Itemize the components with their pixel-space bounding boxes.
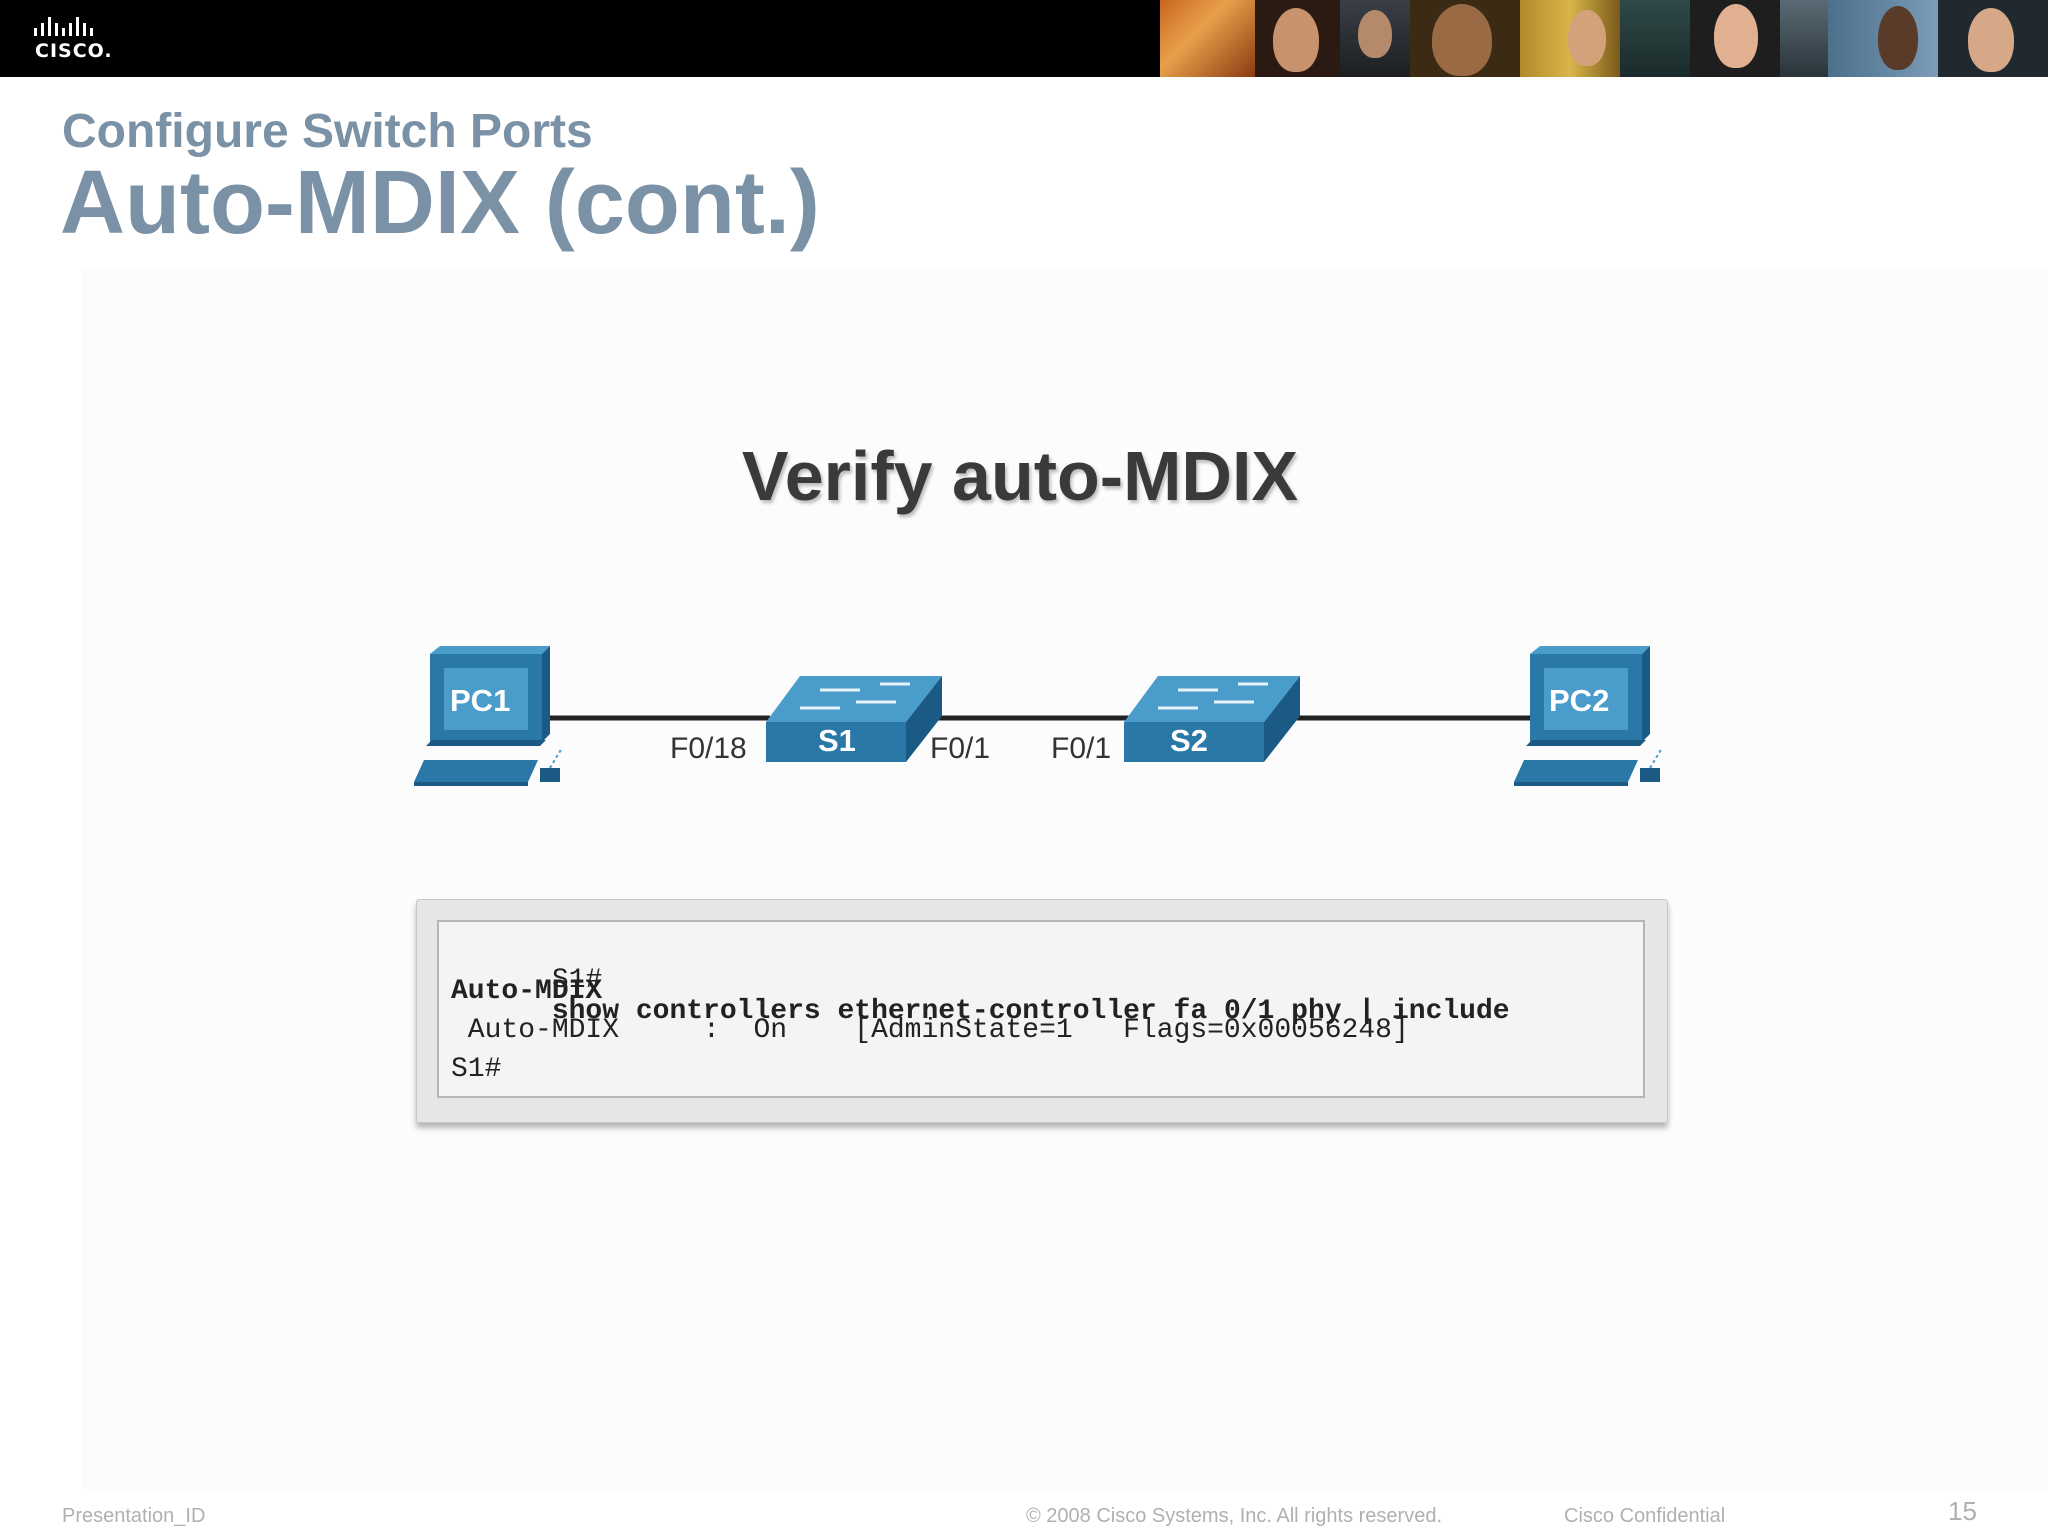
s1-icon[interactable] bbox=[766, 676, 942, 762]
footer-presentation-id: Presentation_ID bbox=[62, 1505, 206, 1527]
port-label-s1-f0-18: F0/18 bbox=[670, 732, 747, 765]
photo-5 bbox=[1520, 0, 1620, 77]
footer-copyright: © 2008 Cisco Systems, Inc. All rights re… bbox=[1026, 1505, 1443, 1527]
port-label-s1-f0-1: F0/1 bbox=[930, 732, 991, 765]
cli-line-4: S1# bbox=[451, 1054, 502, 1085]
cli-line-1: S1# show controllers ethernet-controller… bbox=[451, 934, 1510, 1058]
photo-2 bbox=[1255, 0, 1340, 77]
photo-3 bbox=[1340, 0, 1410, 77]
cli-output-inner: S1# show controllers ethernet-controller… bbox=[437, 920, 1645, 1098]
cli-prompt-1: S1# bbox=[551, 965, 603, 996]
cli-line-3: Auto-MDIX : On [AdminState=1 Flags=0x000… bbox=[451, 1015, 1409, 1046]
pc1-label: PC1 bbox=[450, 683, 511, 718]
header-photo-strip bbox=[1160, 0, 2048, 77]
photo-1 bbox=[1160, 0, 1255, 77]
pc2-icon[interactable] bbox=[1514, 646, 1663, 786]
photo-8 bbox=[1780, 0, 1828, 77]
figure-heading-text: Verify auto-MDIX bbox=[741, 437, 1299, 515]
port-label-s2-f0-1: F0/1 bbox=[1051, 732, 1112, 765]
cli-output-box: S1# show controllers ethernet-controller… bbox=[416, 899, 1668, 1123]
photo-9 bbox=[1828, 0, 1938, 77]
pc1-icon[interactable] bbox=[414, 646, 563, 786]
photo-4 bbox=[1410, 0, 1520, 77]
photo-7 bbox=[1690, 0, 1780, 77]
slide-subtitle: Configure Switch Ports bbox=[62, 105, 593, 158]
s2-label: S2 bbox=[1170, 723, 1208, 758]
cisco-bars-icon bbox=[34, 17, 93, 36]
top-banner: CISCO. bbox=[0, 0, 2048, 77]
content-panel bbox=[82, 268, 2048, 1490]
photo-10 bbox=[1938, 0, 2048, 77]
s2-icon[interactable] bbox=[1124, 676, 1300, 762]
figure-heading: Verify auto-MDIX bbox=[0, 436, 2048, 516]
page-number: 15 bbox=[1948, 1496, 1977, 1526]
s1-label: S1 bbox=[818, 723, 856, 758]
cisco-logo: CISCO. bbox=[32, 14, 122, 64]
cisco-wordmark: CISCO. bbox=[35, 40, 113, 62]
cli-command-1: show controllers ethernet-controller fa … bbox=[551, 996, 1510, 1027]
slide-title: Auto-MDIX (cont.) bbox=[60, 153, 820, 253]
footer-confidential: Cisco Confidential bbox=[1564, 1505, 1726, 1527]
cli-line-2: Auto-MDIX bbox=[451, 976, 603, 1007]
photo-6 bbox=[1620, 0, 1690, 77]
pc2-label: PC2 bbox=[1549, 683, 1610, 718]
